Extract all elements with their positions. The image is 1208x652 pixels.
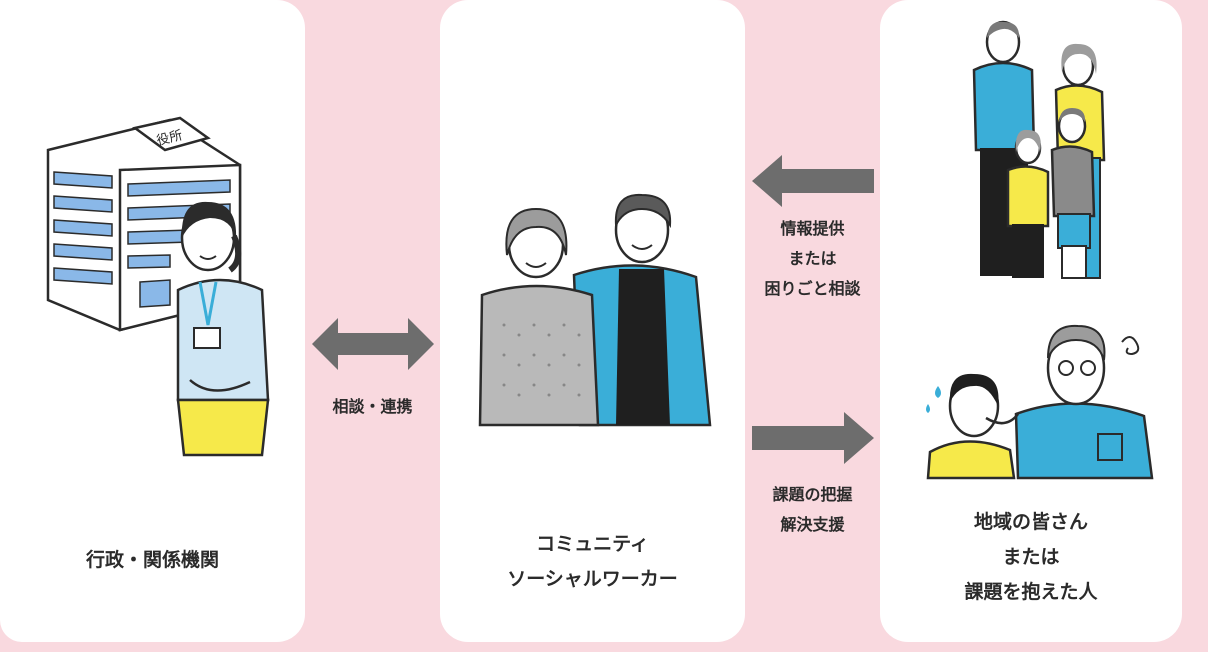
panel-residents-label-line3: 課題を抱えた人: [964, 581, 1098, 603]
family-illustration: [972, 20, 1106, 279]
panel-administration: 役所 行政・関係機関: [0, 0, 305, 642]
building-sign-text: 役所: [155, 128, 184, 149]
link-support-line1: 課題の把握: [772, 485, 853, 504]
link-info-line3: 困りごと相談: [764, 279, 861, 298]
arrow-left-icon: [752, 155, 874, 207]
link-info-line1: 情報提供: [780, 219, 845, 238]
arrow-right-icon: [752, 412, 874, 464]
link-support-line2: 解決支援: [780, 515, 845, 534]
double-arrow-icon: [312, 318, 434, 370]
link-consultation-label: 相談・連携: [332, 397, 413, 416]
panel-residents-label-line2: または: [1002, 546, 1060, 568]
worried-people-illustration: [926, 324, 1154, 480]
panel-administration-label: 行政・関係機関: [85, 549, 219, 571]
link-info-line2: または: [788, 249, 837, 268]
office-worker-illustration: 役所: [46, 116, 270, 457]
social-workers-illustration: [478, 193, 712, 427]
panel-residents: 地域の皆さん または 課題を抱えた人: [880, 0, 1182, 642]
panel-community-social-worker: コミュニティ ソーシャルワーカー: [440, 0, 745, 642]
panel-residents-label-line1: 地域の皆さん: [973, 511, 1088, 533]
panel-csw-label-line1: コミュニティ: [536, 533, 649, 555]
panel-csw-label-line2: ソーシャルワーカー: [507, 568, 678, 590]
